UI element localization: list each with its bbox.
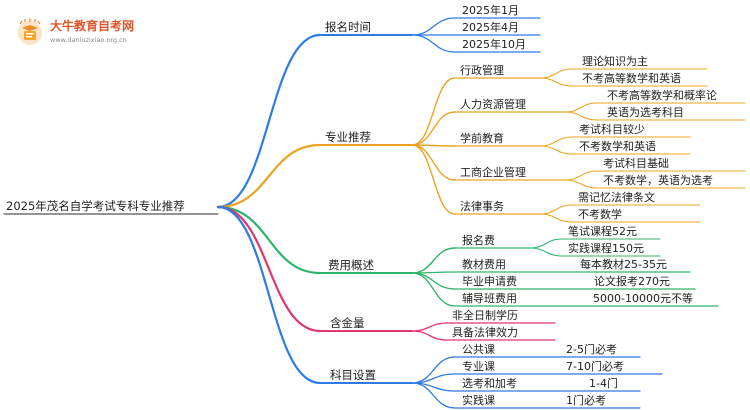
major-name: 工商企业管理 bbox=[460, 166, 526, 179]
fee-value: 5000-10000元不等 bbox=[593, 292, 693, 305]
branch-cost-overview: 费用概述 bbox=[328, 258, 374, 272]
credential-feature: 具备法律效力 bbox=[452, 326, 518, 339]
branch-subject-setup: 科目设置 bbox=[330, 368, 376, 382]
fee-value: 实践课程150元 bbox=[568, 242, 644, 255]
connector-line bbox=[216, 33, 322, 209]
subject-count: 1门必考 bbox=[566, 394, 606, 407]
connector-line bbox=[539, 136, 573, 147]
registration-date: 2025年10月 bbox=[462, 38, 526, 51]
connector-line bbox=[411, 77, 456, 146]
connector-line bbox=[216, 205, 322, 275]
fee-value: 笔试课程52元 bbox=[568, 225, 637, 238]
brand-name: 大牛教育自考网 bbox=[50, 19, 135, 33]
connector-line bbox=[411, 330, 448, 341]
major-feature: 英语为选考科目 bbox=[607, 106, 684, 119]
major-feature: 理论知识为主 bbox=[582, 55, 648, 68]
brand-logo: 大牛教育自考网 www.daniuzixiao.org.cn bbox=[16, 16, 156, 48]
connector-line bbox=[564, 170, 598, 181]
connector-line bbox=[411, 272, 456, 307]
connector-line bbox=[564, 179, 598, 189]
major-feature: 需记忆法律条文 bbox=[578, 191, 655, 204]
connector-line bbox=[539, 77, 573, 87]
connector-line bbox=[411, 247, 456, 274]
connector-line bbox=[411, 322, 448, 332]
major-feature: 不考数学和英语 bbox=[579, 140, 656, 153]
subject-type: 专业课 bbox=[462, 360, 495, 373]
connector-line bbox=[411, 34, 456, 53]
connector-line bbox=[539, 145, 573, 155]
branch-major-recommendation: 专业推荐 bbox=[325, 130, 371, 144]
subject-type: 选考和加考 bbox=[462, 377, 517, 390]
major-feature: 不考数学，英语为选考 bbox=[603, 174, 713, 187]
connector-line bbox=[539, 68, 573, 79]
connector-line bbox=[539, 213, 573, 223]
major-feature: 考试科目基础 bbox=[603, 157, 669, 170]
root-topic: 2025年茂名自学考试专科专业推荐 bbox=[6, 199, 185, 213]
major-feature: 考试科目较少 bbox=[579, 123, 645, 136]
fee-item: 辅导班费用 bbox=[462, 292, 517, 305]
registration-date: 2025年1月 bbox=[462, 4, 519, 17]
major-feature: 不考数学 bbox=[578, 208, 622, 221]
major-name: 学前教育 bbox=[460, 132, 504, 145]
connector-line bbox=[539, 204, 573, 215]
major-name: 行政管理 bbox=[460, 64, 504, 77]
connector-line bbox=[529, 247, 563, 257]
branch-registration-time: 报名时间 bbox=[325, 20, 371, 34]
fee-item: 毕业申请费 bbox=[462, 275, 517, 288]
fee-value: 每本教材25-35元 bbox=[580, 258, 667, 271]
major-name: 人力资源管理 bbox=[460, 98, 526, 111]
brand-url: www.daniuzixiao.org.cn bbox=[50, 36, 127, 44]
major-name: 法律事务 bbox=[460, 200, 504, 213]
subject-count: 2-5门必考 bbox=[566, 343, 617, 356]
credential-feature: 非全日制学历 bbox=[452, 309, 518, 322]
major-feature: 不考高等数学和概率论 bbox=[607, 89, 717, 102]
fee-item: 教材费用 bbox=[462, 258, 506, 271]
connector-line bbox=[216, 143, 322, 209]
fee-value: 论文报考270元 bbox=[594, 275, 670, 288]
subject-count: 1-4门 bbox=[589, 377, 618, 390]
connector-line bbox=[411, 382, 456, 409]
major-feature: 不考高等数学和英语 bbox=[582, 72, 681, 85]
connector-line bbox=[411, 111, 456, 146]
connector-line bbox=[411, 17, 456, 36]
subject-type: 实践课 bbox=[462, 394, 495, 407]
connector-line bbox=[411, 272, 456, 290]
branch-credential-value: 含金量 bbox=[330, 316, 365, 330]
registration-date: 2025年4月 bbox=[462, 21, 519, 34]
connector-line bbox=[411, 144, 456, 215]
fee-item: 报名费 bbox=[462, 234, 495, 247]
connector-line bbox=[411, 144, 456, 181]
connector-line bbox=[216, 205, 322, 333]
book-icon bbox=[18, 18, 42, 45]
connector-line bbox=[216, 205, 322, 385]
connector-line bbox=[529, 238, 563, 249]
connector-line bbox=[564, 111, 598, 121]
subject-type: 公共课 bbox=[462, 343, 495, 356]
subject-count: 7-10门必考 bbox=[566, 360, 624, 373]
connector-line bbox=[564, 102, 598, 113]
